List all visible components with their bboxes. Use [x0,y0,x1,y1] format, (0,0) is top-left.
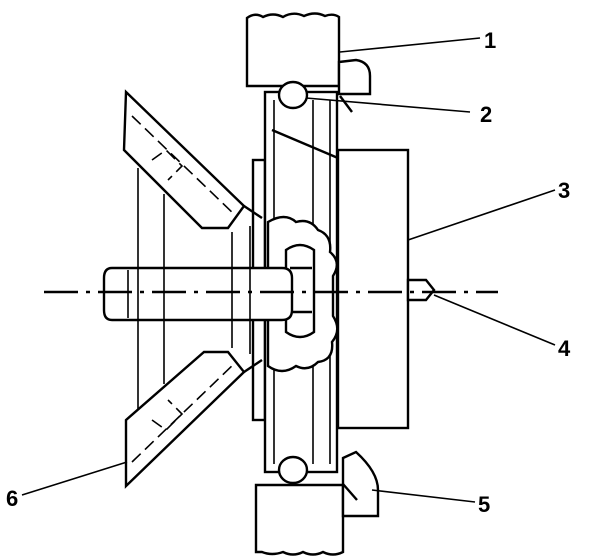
top-roller [277,80,309,110]
leader-line-3 [407,189,556,241]
puller-cone-top [243,205,263,219]
main-housing-block [336,148,410,430]
bottom-lug [341,450,380,518]
bottom-lug-ramp [342,483,358,501]
top-lug [337,58,372,96]
plate-diagonal [271,128,339,160]
bottom-roller [277,455,309,485]
bottom-clamp-block [254,483,345,556]
leader-line-4 [433,294,556,346]
leader-line-5 [371,489,476,503]
upper-arm-hidden-edge [131,115,237,217]
leader-line-6 [21,461,128,496]
lower-arm-hidden-edge [131,361,237,463]
callout-2: 2 [480,102,492,127]
top-lug-step [339,95,353,113]
shaft-bolt [102,266,294,322]
callout-1: 1 [484,28,496,53]
callout-4: 4 [558,336,571,361]
upper-arm-hidden-notch [151,148,184,181]
top-clamp-block [245,12,341,88]
leader-line-1 [339,37,481,53]
puller-cone-bottom [243,359,263,373]
callout-3: 3 [558,178,570,203]
callout-5: 5 [478,492,490,517]
hub-pocket [284,243,316,339]
lower-arm-hidden-notch [151,399,184,432]
callout-6: 6 [6,486,18,511]
shaft-tip [406,278,436,302]
leader-line-2 [305,97,471,113]
upper-puller-arm [122,89,246,230]
